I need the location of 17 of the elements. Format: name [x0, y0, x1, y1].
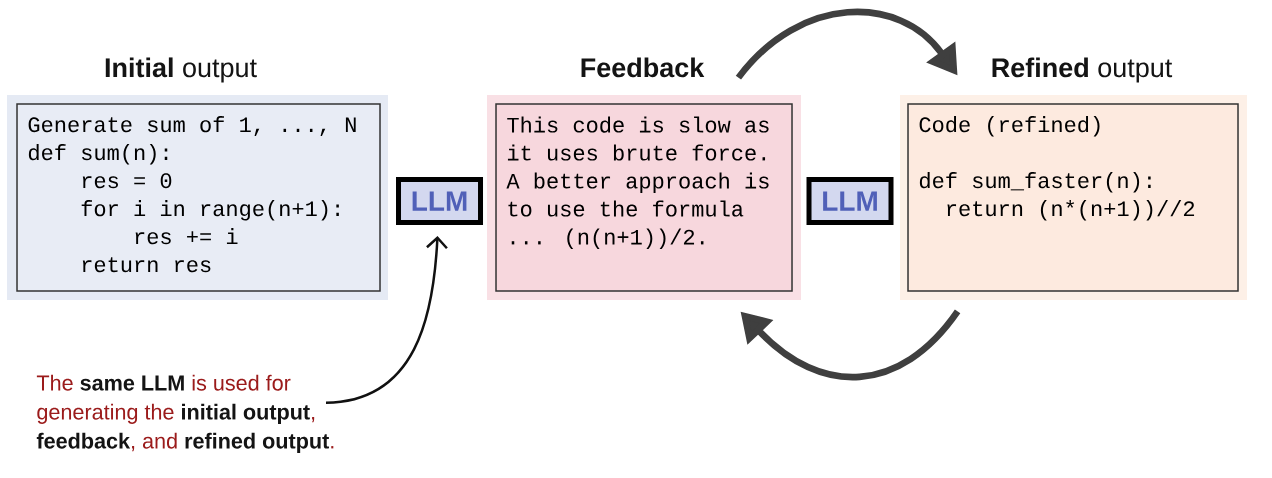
- note-text: The same LLM is used for generating the initial output, feedback, and refined output.: [36, 374, 334, 453]
- text-box: This code is slow as it uses brute force. A better approach is to use the formula ... (n(n+1))/2.: [487, 95, 801, 300]
- node-label: for i in range(n+1):: [81, 200, 339, 221]
- node-label: return res: [82, 257, 211, 273]
- node-label: def sum(n):: [28, 144, 168, 165]
- llm-box: LLM: [806, 177, 894, 225]
- panel-title: Initial output: [105, 57, 257, 83]
- node-label: res = 0: [82, 173, 172, 189]
- curved-arrow: [735, 9, 958, 80]
- curved-arrow: [325, 236, 448, 404]
- llm-box: LLM: [396, 177, 483, 225]
- node-label: Generate sum of 1, ..., N: [28, 116, 356, 136]
- code-box: Code (refined) def sum_faster(n): return (n*(n+1))//2: [900, 95, 1247, 300]
- code-box: Generate sum of 1, ..., N def sum(n): res = 0 for i in range(n+1): res += i return res: [7, 95, 388, 300]
- node-label: res += i: [135, 228, 238, 245]
- panel-title: Refined output: [992, 57, 1173, 83]
- panel-title: Feedback: [581, 57, 705, 78]
